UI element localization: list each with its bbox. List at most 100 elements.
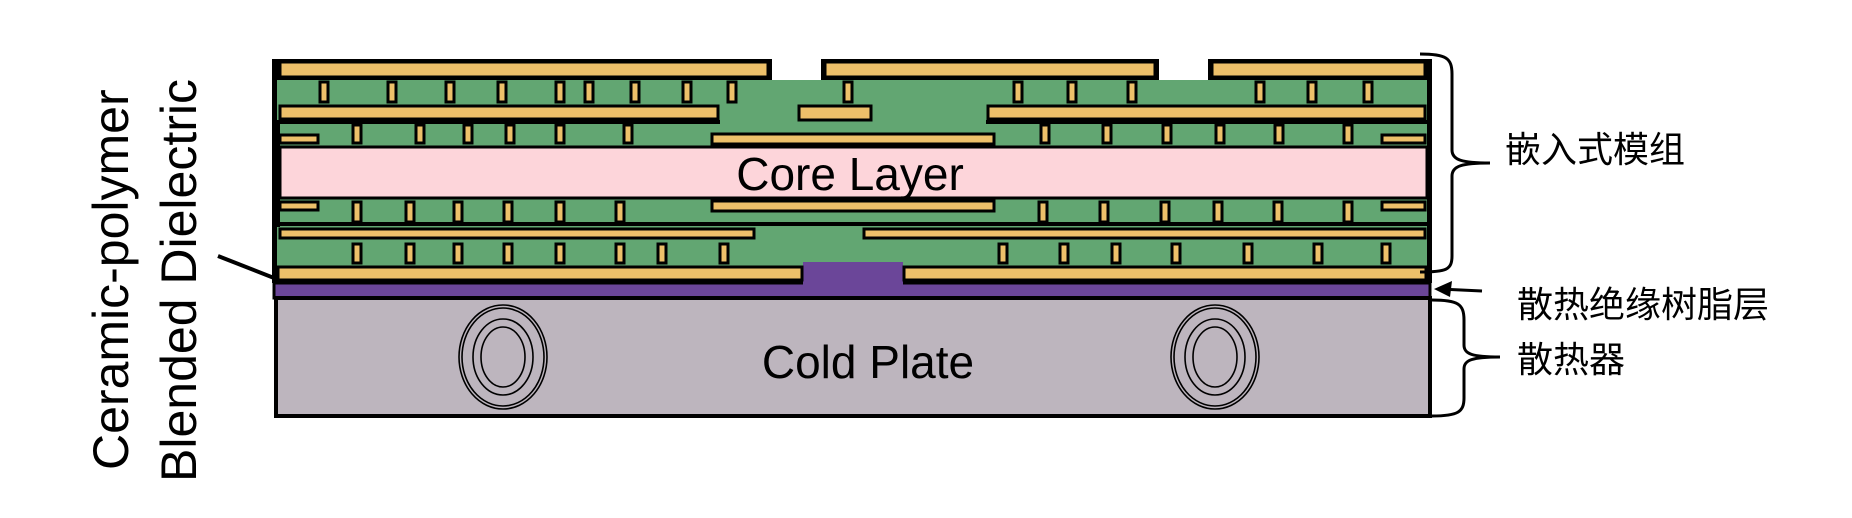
coolant-channel-ring (1173, 307, 1257, 407)
layer-separator (274, 120, 720, 124)
copper-trace (276, 265, 804, 282)
copper-trace (710, 132, 996, 146)
via (614, 200, 626, 224)
via (554, 123, 566, 145)
coolant-channel-icon (458, 304, 548, 410)
copper-trace (902, 265, 1428, 282)
via (351, 123, 363, 145)
via (614, 242, 626, 265)
via (452, 242, 464, 265)
via (1362, 80, 1374, 104)
via (1273, 123, 1285, 145)
copper-trace (1380, 133, 1427, 145)
via (997, 242, 1009, 265)
resin-thermal-via (803, 262, 903, 290)
copper-trace (278, 133, 320, 145)
layer-separator (274, 222, 1430, 226)
copper-trace (986, 104, 1427, 121)
via (351, 200, 363, 224)
copper-trace (278, 200, 320, 212)
via (1306, 80, 1318, 104)
resin-layer-arrow (1434, 281, 1483, 297)
copper-trace (1380, 200, 1427, 212)
coolant-channel-ring (458, 304, 548, 410)
via (554, 242, 566, 265)
via (1342, 200, 1354, 224)
via (1012, 80, 1024, 104)
via (1312, 242, 1324, 265)
core-layer-label: Core Layer (736, 148, 964, 200)
via (496, 80, 508, 104)
via (351, 242, 363, 265)
copper-trace (278, 60, 770, 79)
heat-sink-label: 散热器 (1517, 340, 1625, 381)
via (1272, 200, 1284, 224)
via (1037, 200, 1049, 224)
copper-trace (797, 104, 873, 122)
embedded-module-bracket (1419, 52, 1491, 274)
via (404, 242, 416, 265)
via (1212, 200, 1224, 224)
coolant-channel-icon (1170, 304, 1260, 410)
copper-trace (1210, 60, 1427, 79)
via (1098, 200, 1110, 224)
coolant-channel-ring (1170, 304, 1260, 410)
via (1242, 242, 1254, 265)
via (444, 80, 456, 104)
via (502, 242, 514, 265)
layer-separator (986, 120, 1430, 124)
copper-trace (823, 60, 1157, 79)
via (554, 200, 566, 224)
via (414, 123, 426, 145)
via (681, 80, 693, 104)
via (1342, 123, 1354, 145)
via (1110, 242, 1122, 265)
via (452, 200, 464, 224)
via (404, 200, 416, 224)
via (504, 123, 516, 145)
via (629, 80, 641, 104)
via (386, 80, 398, 104)
coolant-channel-ring (480, 326, 526, 388)
coolant-channel-ring (461, 307, 545, 407)
via (1170, 242, 1182, 265)
embedded-module-label: 嵌入式模组 (1505, 130, 1685, 171)
coolant-channel-ring (1184, 318, 1246, 396)
via (583, 80, 595, 104)
dielectric-label: Ceramic-polymer Blended Dielectric (83, 79, 207, 482)
embedded-module (272, 59, 1432, 300)
via (1161, 123, 1173, 145)
cold-plate-label: Cold Plate (762, 336, 974, 388)
copper-trace (710, 199, 996, 213)
via (1214, 123, 1226, 145)
via (622, 123, 634, 145)
dielectric-label-line2: Blended Dielectric (151, 79, 207, 482)
via (1126, 80, 1138, 104)
core-layer (278, 145, 1429, 200)
via (718, 242, 730, 265)
coolant-channel-ring (472, 318, 534, 396)
dielectric-label-line1: Ceramic-polymer (83, 89, 139, 470)
via (842, 80, 854, 104)
via (1254, 80, 1266, 104)
via (1159, 200, 1171, 224)
via (726, 80, 738, 104)
via (656, 242, 668, 265)
via (502, 200, 514, 224)
copper-trace (278, 227, 756, 240)
copper-trace (862, 227, 1427, 240)
cold-plate: Cold Plate (274, 296, 1432, 418)
heat-sink-bracket (1431, 298, 1501, 418)
copper-trace (278, 104, 720, 121)
via (1058, 242, 1070, 265)
via (462, 123, 474, 145)
coolant-channel-ring (1192, 326, 1238, 388)
via (1066, 80, 1078, 104)
via (318, 80, 330, 104)
via (1039, 123, 1051, 145)
insulating-resin-layer-label: 散热绝缘树脂层 (1517, 285, 1769, 326)
via (1101, 123, 1113, 145)
via (554, 80, 566, 104)
via (1380, 242, 1392, 265)
